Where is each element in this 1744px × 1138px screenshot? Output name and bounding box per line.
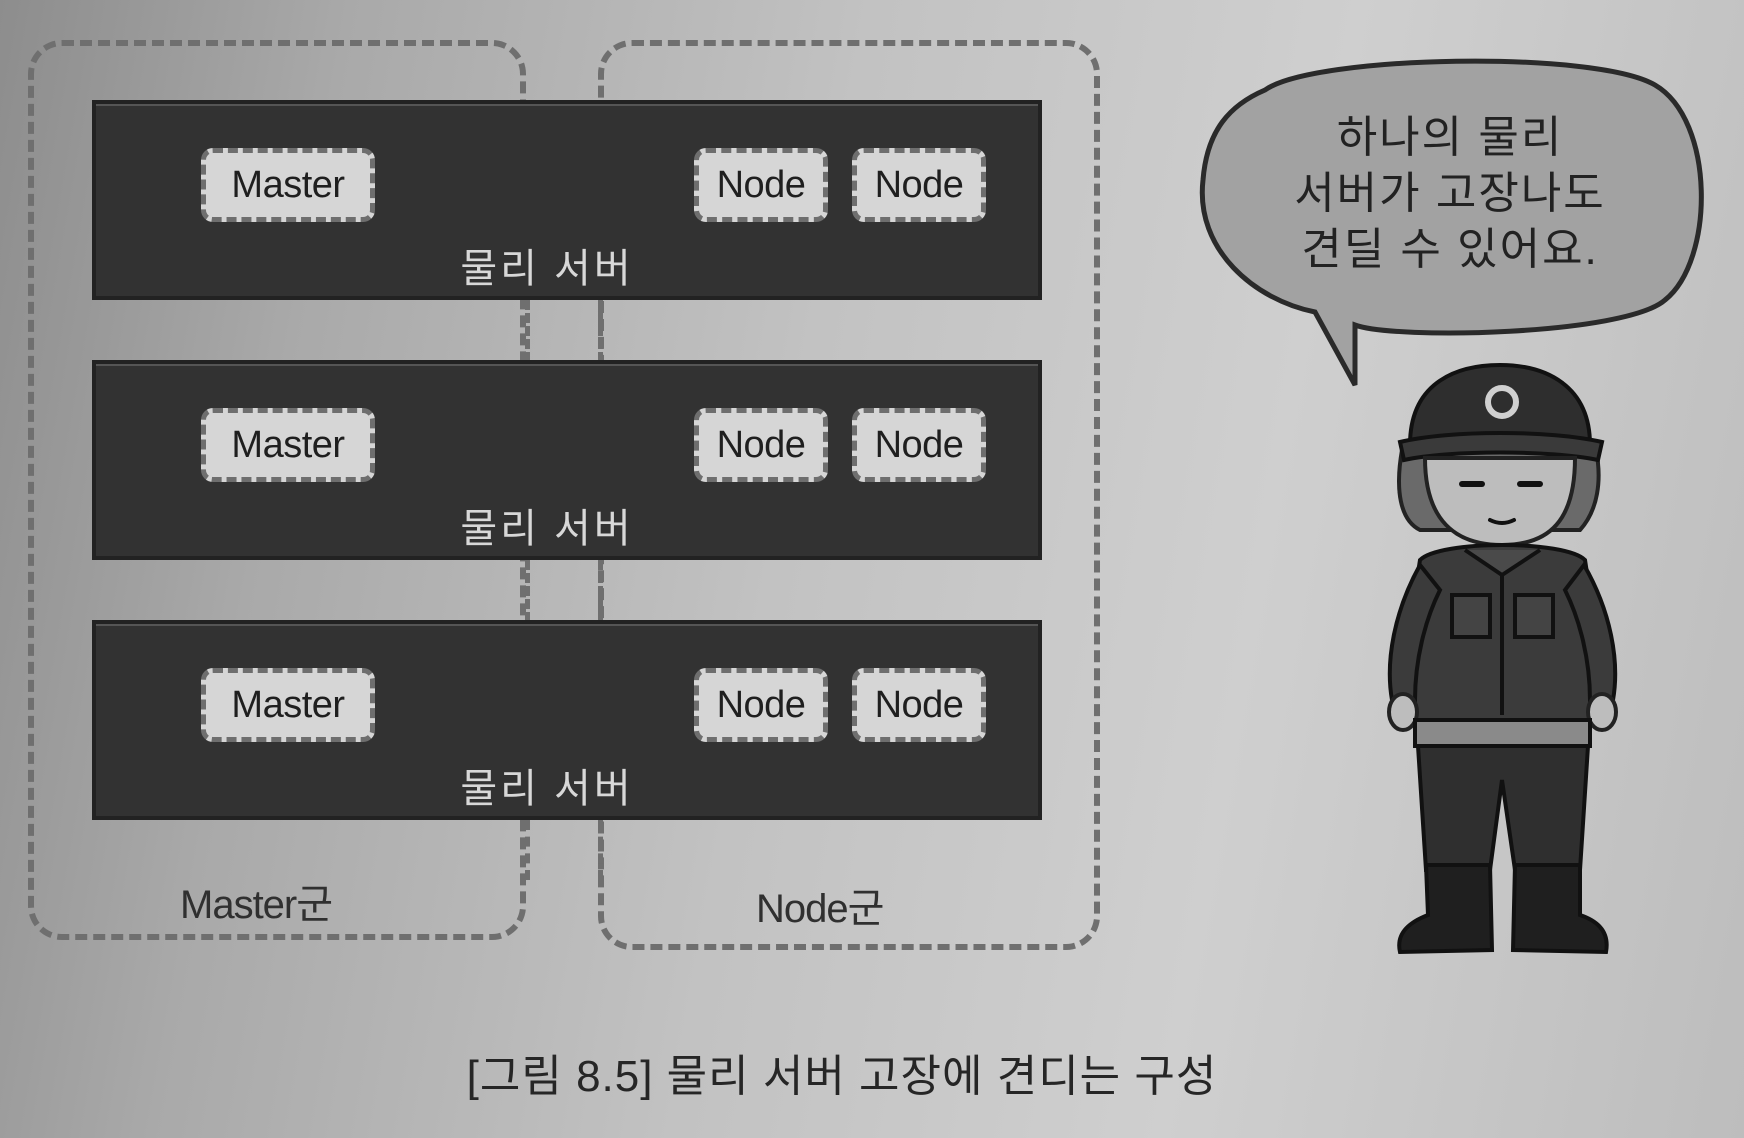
speech-line: 서버가 고장나도 [1294, 169, 1606, 218]
connector-line [598, 300, 603, 362]
master-group-label: Master군 [180, 883, 333, 927]
physical-server: Master Node Node 물리 서버 [92, 620, 1042, 820]
speech-line: 하나의 물리 [1336, 113, 1564, 162]
connector-line [598, 560, 603, 622]
node-box: Node [694, 668, 828, 742]
server-label: 물리 서버 [460, 767, 634, 811]
speech-line: 견딜 수 있어요. [1301, 225, 1599, 274]
node-group-label: Node군 [756, 887, 884, 931]
physical-server: Master Node Node 물리 서버 [92, 360, 1042, 560]
master-box: Master [201, 668, 375, 742]
master-box: Master [201, 148, 375, 222]
soldier-character-illustration [1387, 362, 1618, 955]
physical-server: Master Node Node 물리 서버 [92, 100, 1042, 300]
master-box: Master [201, 408, 375, 482]
connector-line [525, 300, 530, 362]
connector-line [525, 560, 530, 622]
connector-line [525, 820, 530, 880]
server-label: 물리 서버 [460, 247, 634, 291]
speech-bubble-text: 하나의 물리 서버가 고장나도 견딜 수 있어요. [1230, 110, 1670, 278]
figure-caption: [그림 8.5] 물리 서버 고장에 견디는 구성 [466, 1052, 1218, 1101]
server-label: 물리 서버 [460, 507, 634, 551]
node-box: Node [852, 408, 986, 482]
node-box: Node [694, 408, 828, 482]
node-box: Node [852, 148, 986, 222]
node-box: Node [852, 668, 986, 742]
speech-bubble [1199, 58, 1704, 387]
connector-line [598, 820, 603, 880]
node-box: Node [694, 148, 828, 222]
